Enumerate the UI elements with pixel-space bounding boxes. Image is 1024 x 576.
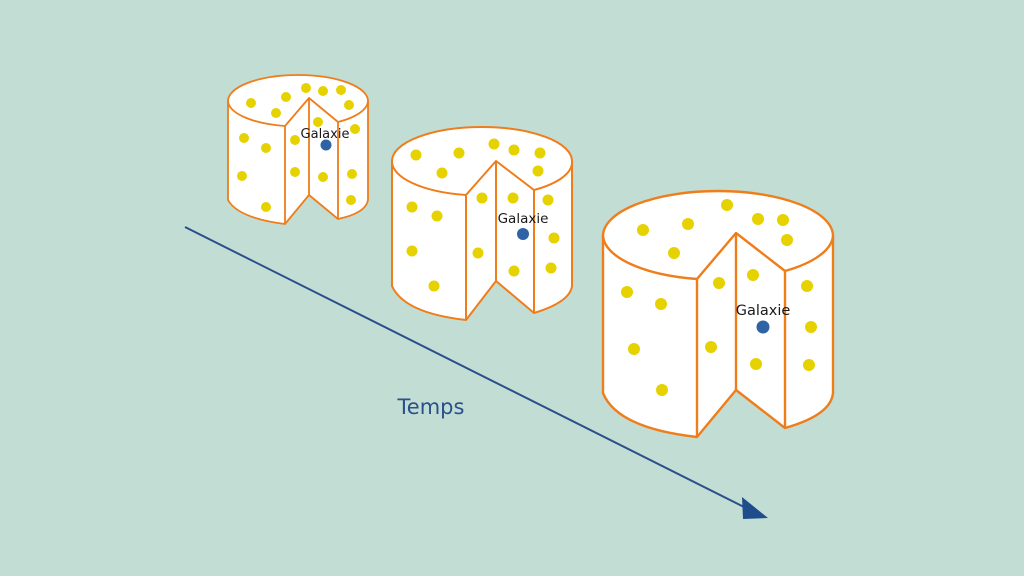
galaxy-label-large: Galaxie	[736, 303, 791, 319]
cake-medium: Galaxie	[390, 126, 574, 321]
time-arrow	[184, 226, 768, 519]
raisin-dots-small	[237, 83, 360, 212]
galaxy-label-small: Galaxie	[301, 127, 350, 142]
time-arrow-line	[184, 226, 749, 510]
galaxy-label-medium: Galaxie	[498, 211, 549, 227]
galaxy-dot-large	[756, 320, 770, 334]
cake-large: Galaxie	[601, 189, 835, 439]
cake-small: Galaxie	[227, 74, 369, 225]
raisin-dots-medium	[406, 138, 560, 292]
arrow-head-icon	[742, 497, 768, 519]
raisin-dots-large	[621, 199, 817, 396]
galaxy-dot-medium	[517, 228, 529, 240]
time-label: Temps	[397, 395, 465, 419]
galaxy-dot-small	[320, 139, 332, 151]
